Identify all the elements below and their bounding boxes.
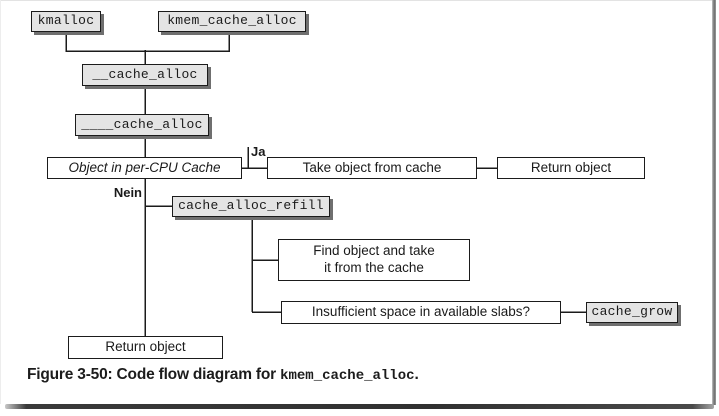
node-find-object: Find object and take it from the cache	[278, 239, 470, 281]
frame-left-border	[0, 0, 1, 404]
figure-caption: Figure 3-50: Code flow diagram for kmem_…	[27, 366, 419, 384]
node-cache-alloc-2: __cache_alloc	[82, 64, 208, 86]
caption-code: kmem_cache_alloc	[280, 368, 415, 384]
node-cache-grow: cache_grow	[586, 302, 678, 323]
node-kmem-cache-alloc: kmem_cache_alloc	[158, 11, 306, 32]
node-insufficient-space: Insufficient space in available slabs?	[281, 301, 561, 324]
node-kmalloc: kmalloc	[31, 11, 101, 32]
find-object-line2: it from the cache	[324, 260, 424, 275]
caption-suffix: .	[414, 366, 419, 383]
find-object-line1: Find object and take	[313, 243, 435, 259]
node-return-object-top: Return object	[497, 157, 645, 179]
caption-prefix: Figure 3-50: Code flow diagram for	[27, 366, 281, 383]
node-cache-alloc-4: ____cache_alloc	[75, 114, 209, 136]
node-cache-alloc-refill: cache_alloc_refill	[172, 196, 330, 217]
branch-label-nein: Nein	[113, 185, 142, 200]
node-take-object-from-cache: Take object from cache	[267, 157, 477, 179]
frame-top-border	[0, 0, 713, 1]
branch-label-ja: Ja	[251, 144, 266, 159]
node-object-in-percpu-cache: Object in per-CPU Cache	[47, 157, 242, 179]
frame-right-border	[712, 0, 716, 405]
node-return-object-bottom: Return object	[68, 336, 223, 359]
frame-bottom-shadow	[5, 404, 714, 409]
